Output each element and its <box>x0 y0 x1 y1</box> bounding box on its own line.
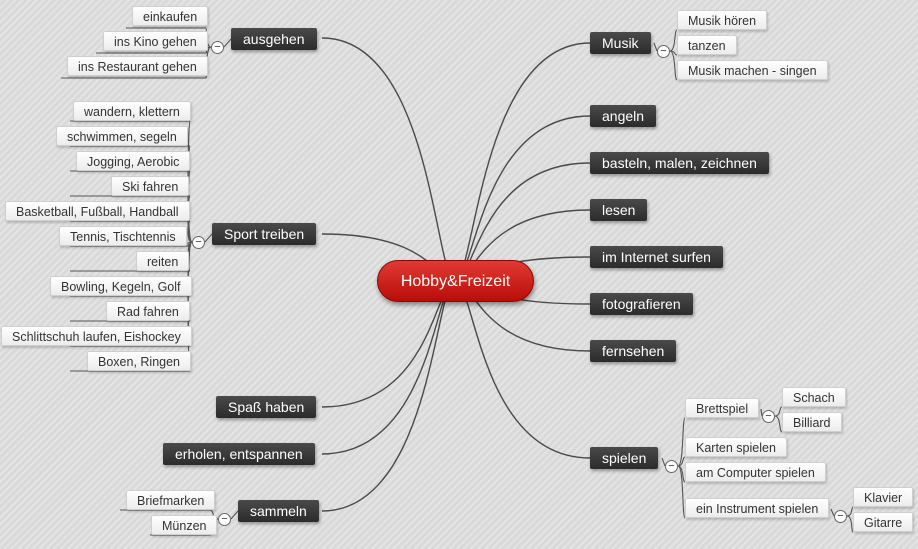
leaf-reiten[interactable]: reiten <box>136 251 190 271</box>
connector-sammeln-toggle <box>230 510 239 520</box>
central-topic[interactable]: Hobby&Freizeit <box>377 260 534 302</box>
connector-sport-4 <box>70 220 193 243</box>
branch-musik[interactable]: Musik <box>590 32 651 54</box>
leaf-schlittschuh-eishockey[interactable]: Schlittschuh laufen, Eishockey <box>1 326 192 346</box>
leaf-musik-hoeren[interactable]: Musik hören <box>677 10 768 30</box>
branch-lesen[interactable]: lesen <box>590 199 648 221</box>
leaf-wandern-klettern[interactable]: wandern, klettern <box>73 101 191 121</box>
branch-angeln[interactable]: angeln <box>590 105 657 127</box>
leaf-karten-spielen[interactable]: Karten spielen <box>685 437 787 457</box>
branch-fernsehen[interactable]: fernsehen <box>590 340 677 362</box>
connector-center-left-0 <box>321 37 456 282</box>
connector-center-left-3 <box>321 280 456 455</box>
connector-instrument-1 <box>846 515 854 533</box>
leaf-ins-restaurant-gehen[interactable]: ins Restaurant gehen <box>67 56 208 76</box>
collapse-toggle-instrument[interactable]: − <box>834 510 847 523</box>
connector-spielen-toggle <box>661 457 666 467</box>
leaf-schach[interactable]: Schach <box>782 387 846 407</box>
leaf-muenzen[interactable]: Münzen <box>151 515 218 535</box>
node-brettspiel[interactable]: Brettspiel <box>685 398 760 418</box>
collapse-toggle-brettspiel[interactable]: − <box>762 410 775 423</box>
leaf-ski-fahren[interactable]: Ski fahren <box>111 176 190 196</box>
branch-basteln[interactable]: basteln, malen, zeichnen <box>590 152 769 174</box>
collapse-toggle-sammeln[interactable]: − <box>218 513 231 526</box>
leaf-bowling-kegeln-golf[interactable]: Bowling, Kegeln, Golf <box>50 276 192 296</box>
leaf-klavier[interactable]: Klavier <box>853 487 914 507</box>
connector-sport-toggle <box>204 233 213 243</box>
leaf-einkaufen[interactable]: einkaufen <box>132 6 209 26</box>
connector-brettspiel-1 <box>774 415 783 433</box>
branch-fotografieren[interactable]: fotografieren <box>590 293 693 315</box>
connector-musik-toggle <box>653 42 658 52</box>
connector-ausgehen-toggle <box>223 38 232 48</box>
connector-spielen-3 <box>677 465 686 519</box>
connector-center-right-7 <box>454 280 591 459</box>
node-ein-instrument-spielen[interactable]: ein Instrument spielen <box>685 498 830 518</box>
connector-musik-2 <box>669 50 678 81</box>
leaf-billiard[interactable]: Billiard <box>782 412 842 432</box>
leaf-boxen-ringen[interactable]: Boxen, Ringen <box>87 351 192 371</box>
leaf-tanzen[interactable]: tanzen <box>677 35 737 55</box>
leaf-musik-machen-singen[interactable]: Musik machen - singen <box>677 60 828 80</box>
branch-sport-treiben[interactable]: Sport treiben <box>212 223 317 245</box>
leaf-tennis-tischtennis[interactable]: Tennis, Tischtennis <box>59 226 187 246</box>
connector-brettspiel-toggle <box>760 408 763 417</box>
connector-spielen-1 <box>677 456 686 467</box>
connector-center-right-1 <box>454 115 591 282</box>
collapse-toggle-sport-treiben[interactable]: − <box>192 236 205 249</box>
collapse-toggle-spielen[interactable]: − <box>665 460 678 473</box>
collapse-toggle-musik[interactable]: − <box>657 45 670 58</box>
branch-erholen-entspannen[interactable]: erholen, entspannen <box>163 443 315 465</box>
branch-spass-haben[interactable]: Spaß haben <box>216 396 317 418</box>
branch-sammeln[interactable]: sammeln <box>238 500 319 522</box>
connector-brettspiel-0 <box>774 406 783 417</box>
leaf-briefmarken[interactable]: Briefmarken <box>126 490 216 510</box>
collapse-toggle-ausgehen[interactable]: − <box>211 41 224 54</box>
branch-spielen[interactable]: spielen <box>590 447 659 469</box>
connector-spielen-0 <box>677 417 686 467</box>
leaf-schwimmen-segeln[interactable]: schwimmen, segeln <box>56 126 188 146</box>
leaf-gitarre[interactable]: Gitarre <box>853 512 914 532</box>
leaf-basketball-fussball-handball[interactable]: Basketball, Fußball, Handball <box>5 201 190 221</box>
connector-center-right-0 <box>454 42 591 282</box>
leaf-ins-kino-gehen[interactable]: ins Kino gehen <box>103 31 208 51</box>
connector-instrument-toggle <box>830 508 835 517</box>
leaf-am-computer-spielen[interactable]: am Computer spielen <box>685 462 826 482</box>
leaf-jogging-aerobic[interactable]: Jogging, Aerobic <box>76 151 191 171</box>
branch-ausgehen[interactable]: ausgehen <box>231 28 317 50</box>
leaf-rad-fahren[interactable]: Rad fahren <box>106 301 190 321</box>
connector-musik-0 <box>669 29 678 52</box>
branch-im-internet-surfen[interactable]: im Internet surfen <box>590 246 723 268</box>
